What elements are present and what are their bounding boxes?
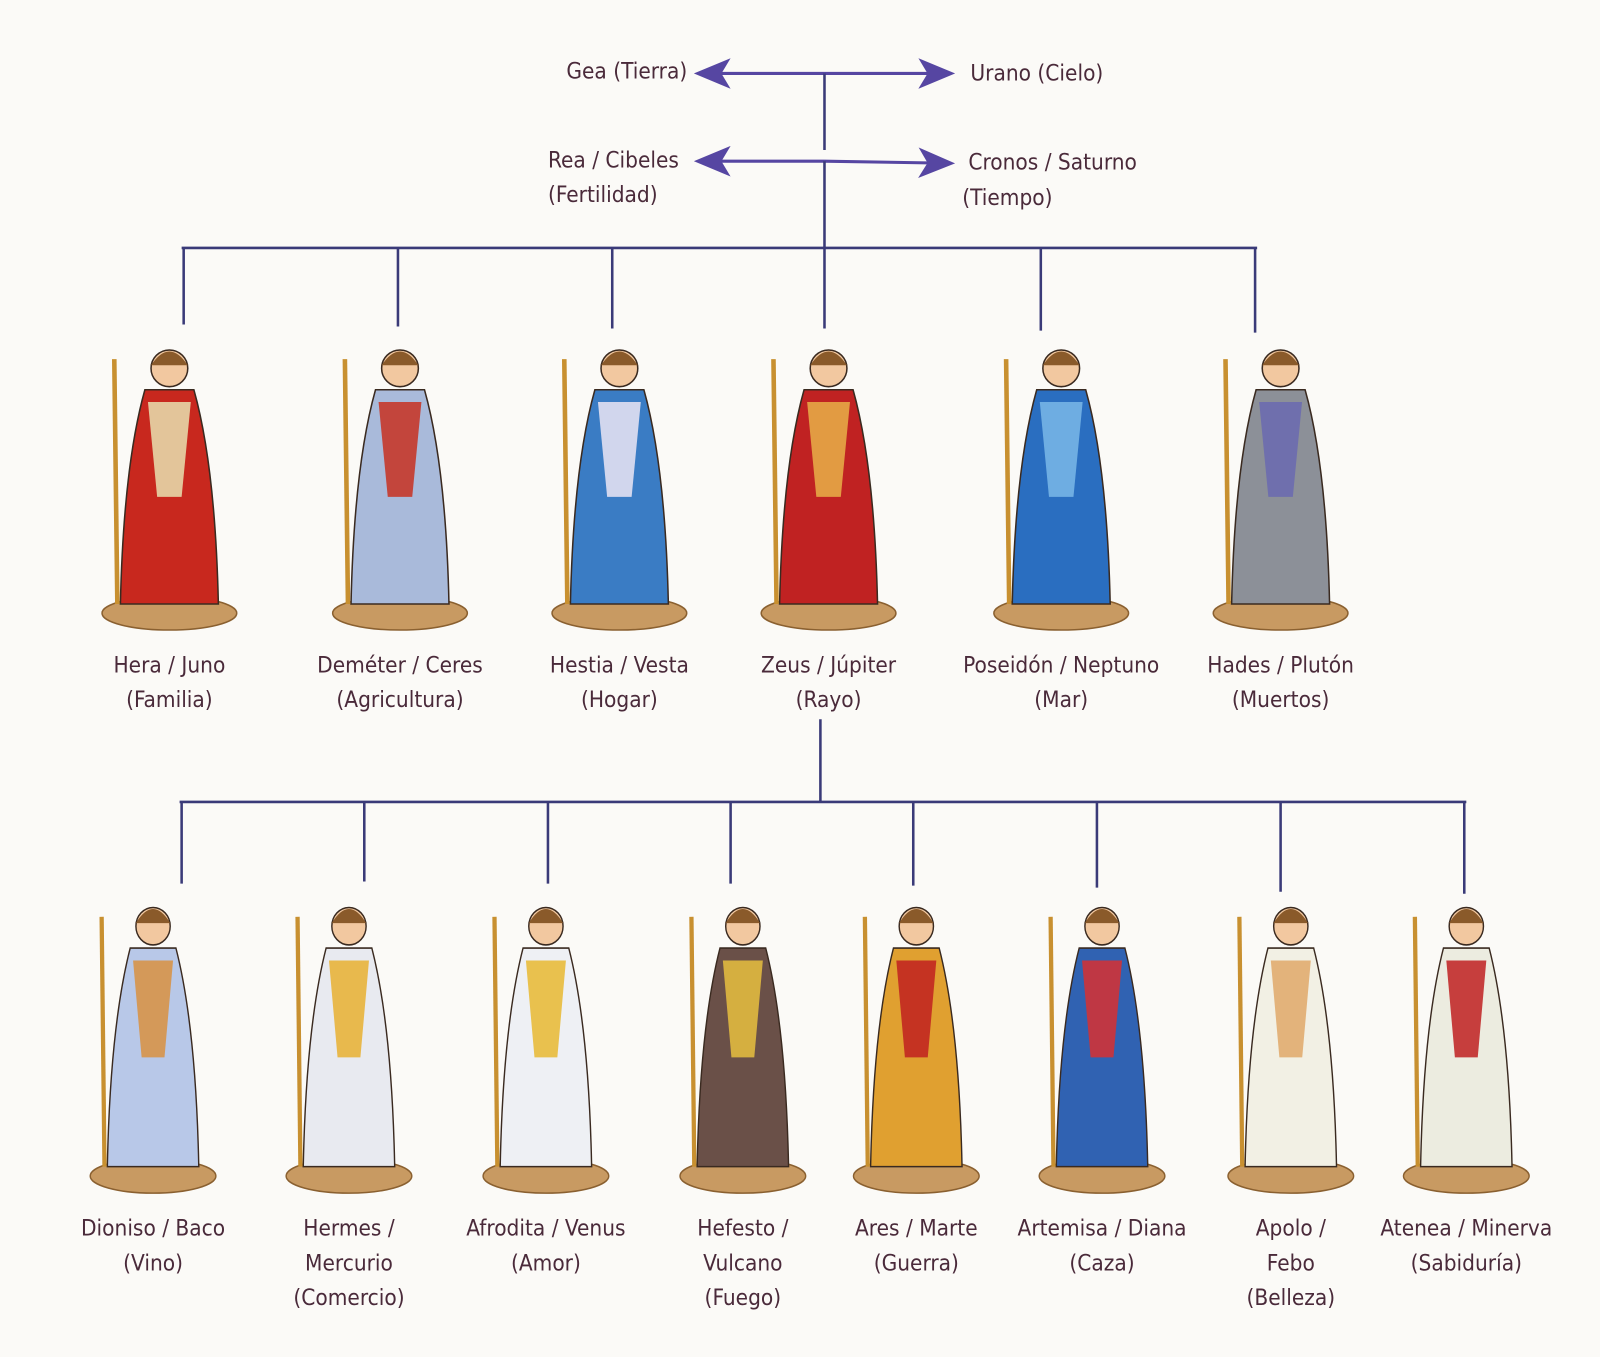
dioniso-figure <box>82 886 225 1202</box>
robe <box>778 388 879 605</box>
zeus-label-line: (Rayo) <box>795 687 862 714</box>
atenea-figure <box>1395 886 1538 1202</box>
poseidon-label-line: Poseidón / Neptuno <box>963 652 1160 679</box>
hefesto-figure <box>671 886 814 1202</box>
cronos-label: Cronos / Saturno <box>968 149 1137 176</box>
afrodita-label-line: Afrodita / Venus <box>466 1216 626 1242</box>
artemisa-label-line: Artemisa / Diana <box>1017 1216 1187 1242</box>
dioniso-label-line: Dioniso / Baco <box>80 1216 226 1242</box>
apolo-label-line: Febo <box>1266 1250 1315 1277</box>
rea-cronos-arrow-right <box>824 147 956 179</box>
hades-figure <box>1204 329 1357 639</box>
hera-label-line: Hera / Juno <box>113 652 226 679</box>
hades-label-line: Hades / Plutón <box>1207 652 1354 679</box>
hermes-label-line: Hermes / <box>303 1216 395 1242</box>
hades-label-line: (Muertos) <box>1231 687 1330 714</box>
robe <box>1230 388 1331 605</box>
rea-label: Rea / Cibeles <box>547 147 679 174</box>
cronos-domain: (Tiempo) <box>962 185 1053 212</box>
urano-label: Urano (Cielo) <box>970 61 1104 87</box>
hestia-label-line: (Hogar) <box>580 687 658 714</box>
hermes-label-line: (Comercio) <box>293 1285 405 1312</box>
hestia-label-line: Hestia / Vesta <box>549 652 689 679</box>
artemisa-label-line: (Caza) <box>1069 1250 1135 1277</box>
hefesto-label-line: Vulcano <box>703 1250 783 1277</box>
hermes-figure <box>278 886 421 1202</box>
demeter-label-line: Deméter / Ceres <box>317 652 483 679</box>
robe <box>119 388 220 605</box>
afrodita-label-line: (Amor) <box>510 1250 581 1277</box>
apolo-label-line: Apolo / <box>1255 1216 1326 1242</box>
robe <box>1011 388 1111 605</box>
hera-label-line: (Familia) <box>126 687 213 714</box>
hefesto-label-line: Hefesto / <box>697 1216 789 1242</box>
apolo-figure <box>1219 886 1362 1202</box>
apolo-label-line: (Belleza) <box>1246 1285 1336 1312</box>
atenea-label-line: Atenea / Minerva <box>1380 1216 1553 1242</box>
demeter-label-line: (Agricultura) <box>336 687 464 714</box>
zeus-label-line: Zeus / Júpiter <box>761 652 897 679</box>
hermes-label-line: Mercurio <box>305 1250 393 1277</box>
poseidon-figure <box>985 329 1138 639</box>
rea-domain: (Fertilidad) <box>547 182 658 209</box>
demeter-figure <box>323 329 476 639</box>
hefesto-label-line: (Fuego) <box>704 1285 782 1312</box>
robe <box>350 388 450 605</box>
hestia-figure <box>543 329 696 639</box>
poseidon-label-line: (Mar) <box>1034 687 1089 714</box>
zeus-figure <box>752 329 905 639</box>
afrodita-figure <box>474 886 617 1202</box>
hera-figure <box>93 329 246 639</box>
ares-figure <box>845 886 988 1202</box>
artemisa-figure <box>1031 886 1174 1202</box>
ares-label-line: (Guerra) <box>873 1250 959 1277</box>
gea-label: Gea (Tierra) <box>566 59 688 85</box>
robe <box>569 388 670 605</box>
atenea-label-line: (Sabiduría) <box>1410 1250 1522 1277</box>
dioniso-label-line: (Vino) <box>123 1250 183 1277</box>
ares-label-line: Ares / Marte <box>854 1216 978 1242</box>
